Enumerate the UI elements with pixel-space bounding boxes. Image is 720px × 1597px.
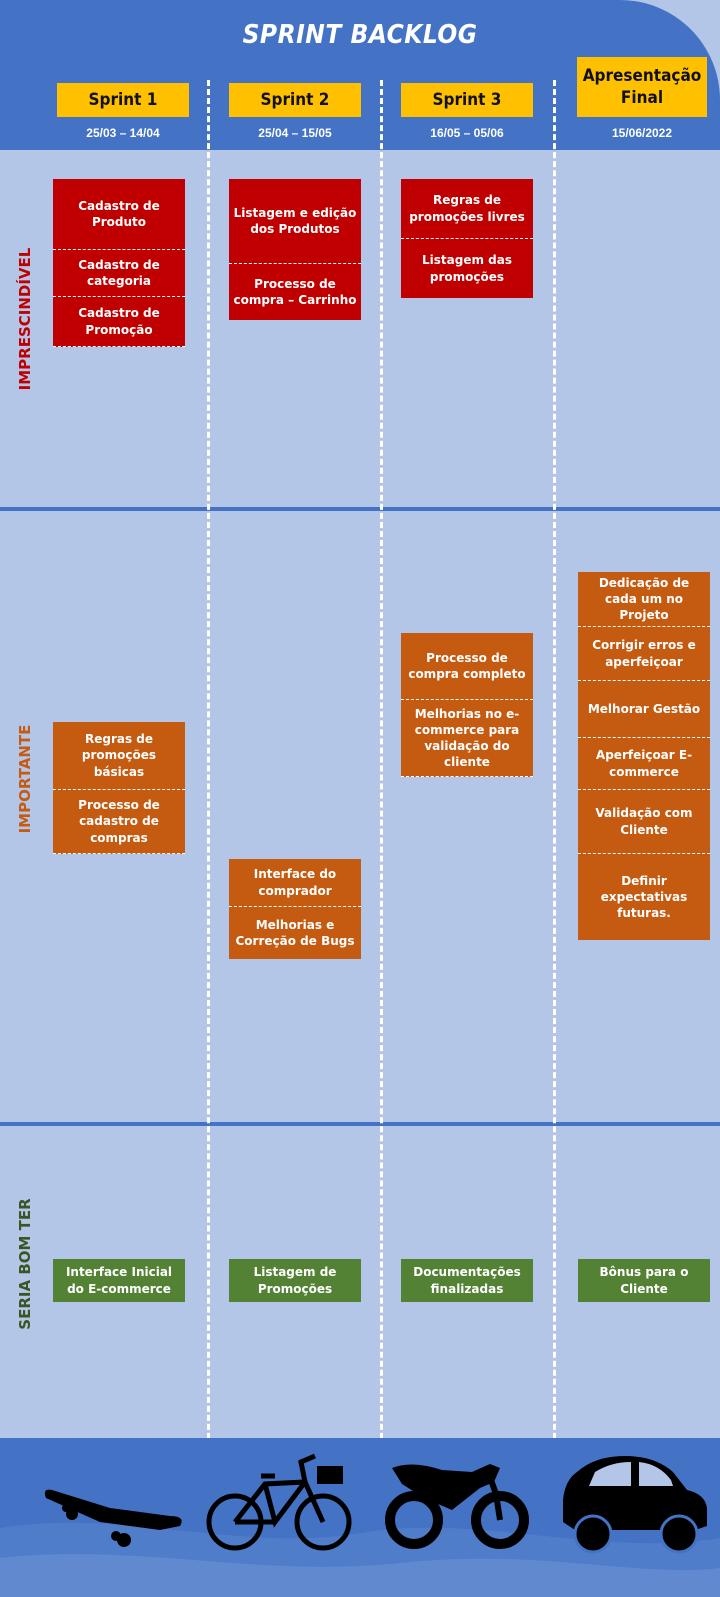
- band-divider-1: [0, 507, 720, 511]
- backlog-card: Listagem de Promoções: [229, 1259, 361, 1302]
- backlog-card: Melhorias e Correção de Bugs: [229, 907, 361, 959]
- footer-banner: [0, 1438, 720, 1597]
- backlog-card: Listagem das promoções: [401, 239, 533, 298]
- band-label-imprescindivel: IMPRESCINDÍVEL: [16, 247, 34, 391]
- backlog-card: Documentações finalizadas: [401, 1259, 533, 1302]
- sprint-2-header: Sprint 2: [229, 83, 361, 117]
- sprint-3-header: Sprint 3: [401, 83, 533, 117]
- band-divider-2: [0, 1122, 720, 1126]
- backlog-card: Processo de cadastro de compras: [53, 790, 185, 854]
- band-label-importante: IMPORTANTE: [16, 724, 34, 834]
- backlog-card: Melhorias no e-commerce para validação d…: [401, 700, 533, 777]
- backlog-card: Processo de compra completo: [401, 633, 533, 700]
- seria-final-stack: Bônus para o Cliente: [578, 1259, 710, 1302]
- backlog-card: Cadastro de categoria: [53, 250, 185, 297]
- importante-final-stack: Dedicação de cada um no Projeto Corrigir…: [578, 572, 710, 940]
- sprint-1-date: 25/03 – 14/04: [86, 126, 160, 140]
- motorcycle-icon: [385, 1464, 529, 1549]
- sprint-2-date: 25/04 – 15/05: [258, 126, 332, 140]
- backlog-card: Processo de compra – Carrinho: [229, 264, 361, 320]
- backlog-card: Regras de promoções livres: [401, 179, 533, 239]
- page-title: SPRINT BACKLOG: [242, 20, 478, 50]
- imprescindivel-sprint2-stack: Listagem e edição dos Produtos Processo …: [229, 179, 361, 320]
- backlog-card: Regras de promoções básicas: [53, 722, 185, 790]
- seria-sprint2-stack: Listagem de Promoções: [229, 1259, 361, 1302]
- column-divider-3: [553, 80, 556, 1475]
- final-presentation-header: Apresentação Final: [577, 57, 707, 117]
- footer-waves: [0, 1522, 720, 1597]
- backlog-card: Interface Inicial do E-commerce: [53, 1259, 185, 1302]
- backlog-card: Definir expectativas futuras.: [578, 854, 710, 940]
- importante-sprint3-stack: Processo de compra completo Melhorias no…: [401, 633, 533, 777]
- importante-sprint1-stack: Regras de promoções básicas Processo de …: [53, 722, 185, 854]
- seria-sprint1-stack: Interface Inicial do E-commerce: [53, 1259, 185, 1302]
- backlog-card: Interface do comprador: [229, 859, 361, 907]
- sprint-3-date: 16/05 – 05/06: [430, 126, 504, 140]
- imprescindivel-sprint1-stack: Cadastro de Produto Cadastro de categori…: [53, 179, 185, 347]
- backlog-card: Cadastro de Promoção: [53, 297, 185, 347]
- band-label-seria-bom-ter: SERIA BOM TER: [16, 1198, 34, 1330]
- imprescindivel-sprint3-stack: Regras de promoções livres Listagem das …: [401, 179, 533, 298]
- backlog-card: Cadastro de Produto: [53, 179, 185, 250]
- column-divider-1: [207, 80, 210, 1475]
- backlog-card: Corrigir erros e aperfeiçoar: [578, 627, 710, 681]
- bicycle-icon: [206, 1453, 352, 1551]
- backlog-card: Melhorar Gestão: [578, 681, 710, 738]
- backlog-card: Listagem e edição dos Produtos: [229, 179, 361, 264]
- importante-sprint2-stack: Interface do comprador Melhorias e Corre…: [229, 859, 361, 959]
- backlog-card: Aperfeiçoar E-commerce: [578, 738, 710, 790]
- sprint-1-header: Sprint 1: [57, 83, 189, 117]
- skateboard-icon: [44, 1489, 182, 1547]
- backlog-card: Dedicação de cada um no Projeto: [578, 572, 710, 627]
- column-divider-2: [380, 80, 383, 1475]
- seria-sprint3-stack: Documentações finalizadas: [401, 1259, 533, 1302]
- final-date: 15/06/2022: [611, 126, 673, 140]
- car-icon: [563, 1456, 707, 1554]
- backlog-card: Bônus para o Cliente: [578, 1259, 710, 1302]
- backlog-card: Validação com Cliente: [578, 790, 710, 854]
